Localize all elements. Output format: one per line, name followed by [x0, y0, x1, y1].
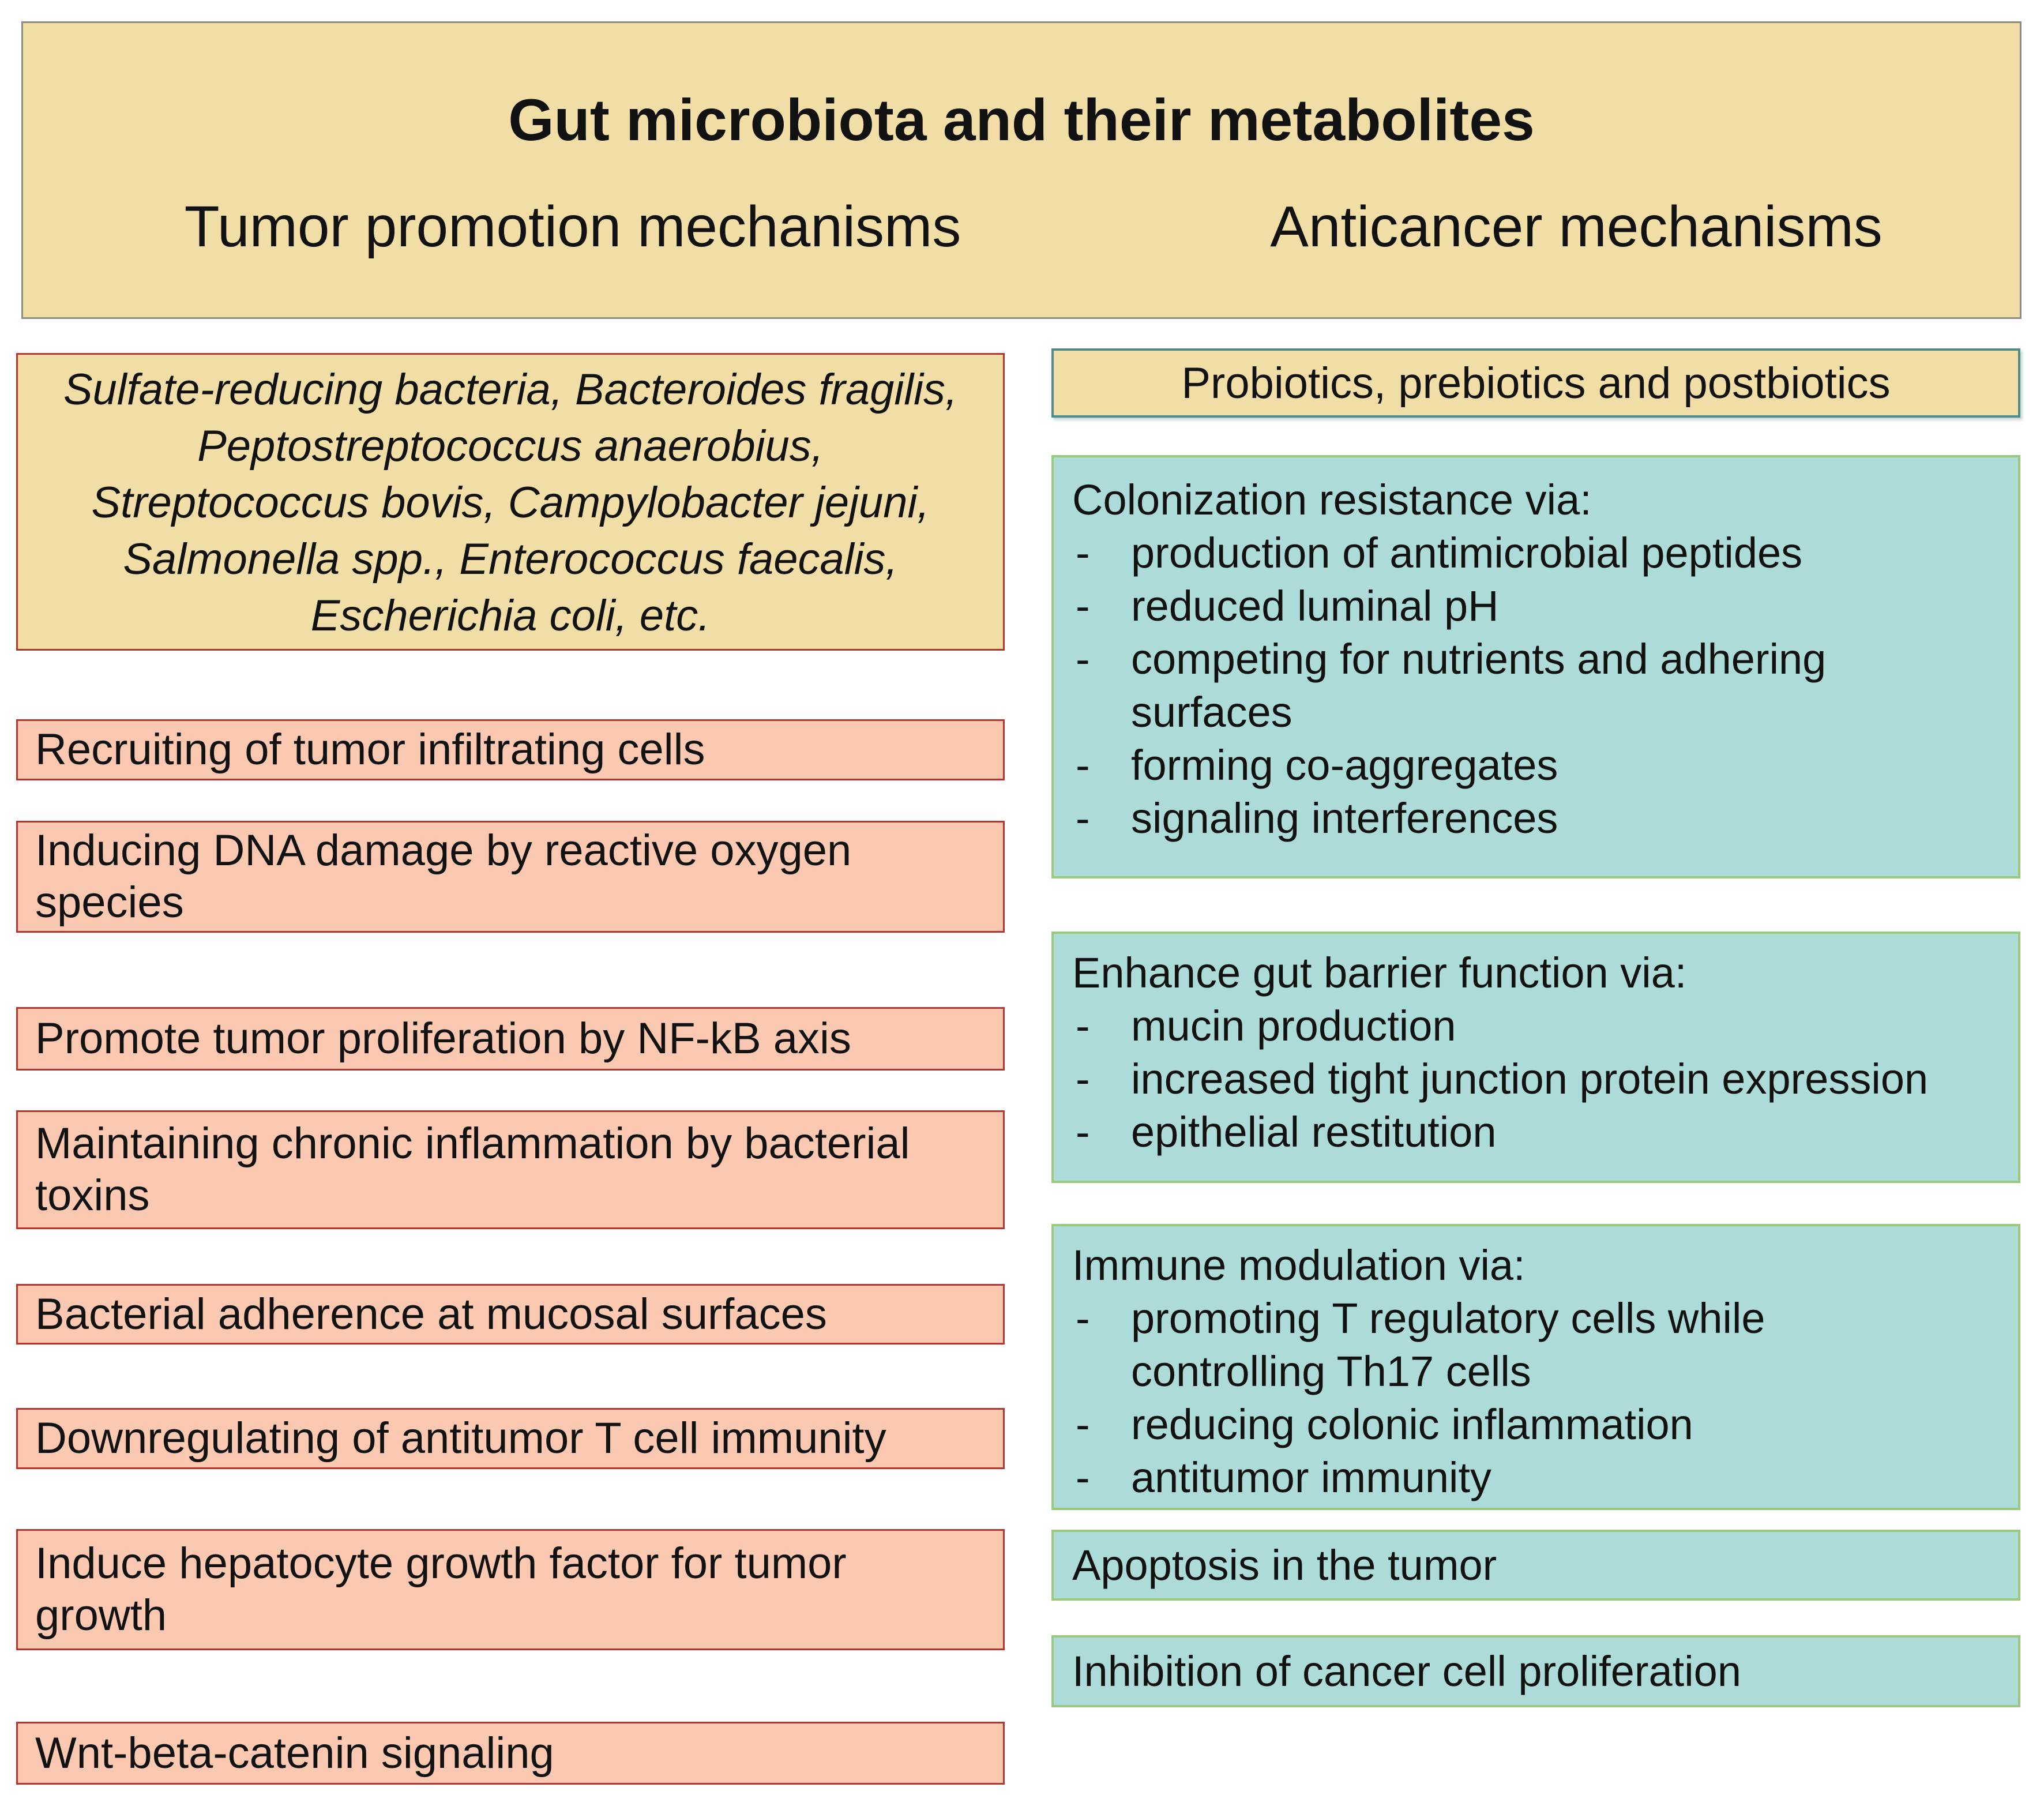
- list-item-text: antitumor immunity: [1131, 1454, 1492, 1501]
- list-item-text: increased tight junction protein express…: [1131, 1055, 1929, 1103]
- list-item-text: mucin production: [1131, 1002, 1456, 1050]
- list-item: - competing for nutrients and adhering s…: [1068, 633, 2004, 739]
- list-item: - increased tight junction protein expre…: [1068, 1053, 2004, 1106]
- box-title: Inhibition of cancer cell proliferation: [1072, 1647, 1741, 1695]
- dash-bullet: -: [1076, 1454, 1090, 1501]
- tumor-mechanism-box-nfkb: Promote tumor proliferation by NF-kB axi…: [16, 1007, 1005, 1071]
- dash-bullet: -: [1076, 794, 1090, 842]
- list-item-text: reducing colonic inflammation: [1131, 1400, 1693, 1448]
- column-title-tumor-promotion: Tumor promotion mechanisms: [184, 194, 961, 259]
- probiotics-header-box: Probiotics, prebiotics and postbiotics: [1051, 348, 2020, 418]
- list-item: - reduced luminal pH: [1068, 580, 2004, 633]
- species-box: Sulfate-reducing bacteria, Bacteroides f…: [16, 353, 1005, 651]
- page-title: Gut microbiota and their metabolites: [508, 87, 1535, 153]
- species-line: Escherichia coli, etc.: [310, 591, 711, 640]
- list-item: - signaling interferences: [1068, 792, 2004, 845]
- box-title: Enhance gut barrier function via:: [1072, 949, 1687, 997]
- dash-bullet: -: [1076, 1400, 1090, 1448]
- tumor-mechanism-box-recruiting: Recruiting of tumor infiltrating cells: [16, 719, 1005, 780]
- column-title-anticancer: Anticancer mechanisms: [1270, 194, 1883, 259]
- tumor-mechanism-box-downregulating: Downregulating of antitumor T cell immun…: [16, 1408, 1005, 1469]
- dash-bullet: -: [1076, 1294, 1090, 1342]
- list-item-text: reduced luminal pH: [1131, 582, 1499, 630]
- anticancer-box-inhibition: Inhibition of cancer cell proliferation: [1051, 1635, 2020, 1707]
- list-item-text: promoting T regulatory cells while contr…: [1131, 1294, 1765, 1395]
- dash-bullet: -: [1076, 1055, 1090, 1103]
- species-line: Streptococcus bovis, Campylobacter jejun…: [91, 478, 930, 527]
- species-line: Sulfate-reducing bacteria, Bacteroides f…: [63, 365, 958, 414]
- species-line: Salmonella spp., Enterococcus faecalis,: [123, 535, 898, 584]
- list-item: - reducing colonic inflammation: [1068, 1398, 2004, 1451]
- box-title: Apoptosis in the tumor: [1072, 1541, 1497, 1589]
- anticancer-box-gut-barrier: Enhance gut barrier function via: - muci…: [1051, 932, 2020, 1183]
- anticancer-box-immune-modulation: Immune modulation via: - promoting T reg…: [1051, 1224, 2020, 1510]
- tumor-mechanism-box-adherence: Bacterial adherence at mucosal surfaces: [16, 1284, 1005, 1345]
- tumor-mechanism-box-inflammation: Maintaining chronic inflammation by bact…: [16, 1110, 1005, 1229]
- dash-bullet: -: [1076, 529, 1090, 577]
- list-item-text: production of antimicrobial peptides: [1131, 529, 1803, 577]
- list-item-text: competing for nutrients and adhering sur…: [1131, 635, 1827, 736]
- dash-bullet: -: [1076, 635, 1090, 683]
- list-item: - promoting T regulatory cells while con…: [1068, 1292, 2004, 1398]
- header-box: Gut microbiota and their metabolites Tum…: [21, 21, 2022, 319]
- species-line: Peptostreptococcus anaerobius,: [197, 422, 824, 471]
- tumor-mechanism-box-wnt: Wnt-beta-catenin signaling: [16, 1722, 1005, 1785]
- list-item: - epithelial restitution: [1068, 1106, 2004, 1159]
- tumor-mechanism-box-dna-damage: Inducing DNA damage by reactive oxygen s…: [16, 821, 1005, 933]
- box-title: Colonization resistance via:: [1072, 476, 1592, 524]
- list-item-text: epithelial restitution: [1131, 1108, 1497, 1156]
- dash-bullet: -: [1076, 1002, 1090, 1050]
- list-item-text: signaling interferences: [1131, 794, 1558, 842]
- anticancer-box-apoptosis: Apoptosis in the tumor: [1051, 1530, 2020, 1601]
- list-item-text: forming co-aggregates: [1131, 741, 1558, 789]
- dash-bullet: -: [1076, 582, 1090, 630]
- list-item: - antitumor immunity: [1068, 1451, 2004, 1504]
- dash-bullet: -: [1076, 1108, 1090, 1156]
- anticancer-box-colonization: Colonization resistance via: - productio…: [1051, 455, 2020, 878]
- box-title: Immune modulation via:: [1072, 1241, 1526, 1289]
- list-item: - production of antimicrobial peptides: [1068, 527, 2004, 580]
- tumor-mechanism-box-hepatocyte: Induce hepatocyte growth factor for tumo…: [16, 1529, 1005, 1650]
- dash-bullet: -: [1076, 741, 1090, 789]
- list-item: - mucin production: [1068, 1000, 2004, 1053]
- list-item: - forming co-aggregates: [1068, 739, 2004, 792]
